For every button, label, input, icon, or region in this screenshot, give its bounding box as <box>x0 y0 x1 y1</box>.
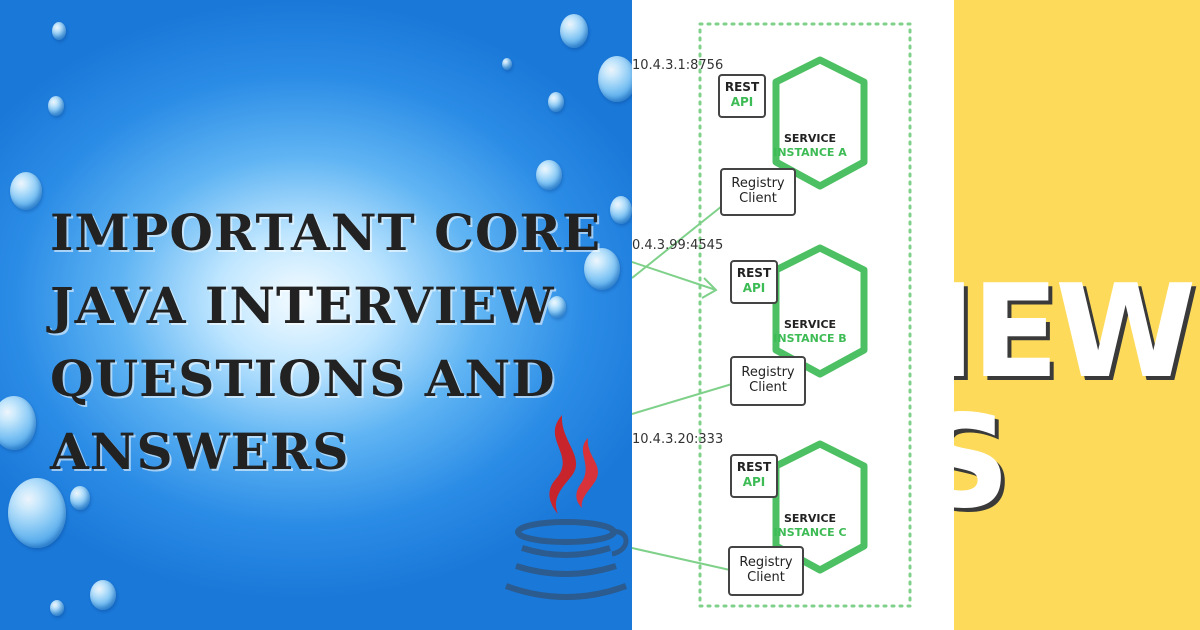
instance-address: 0.4.3.99:4545 <box>632 238 724 253</box>
water-drop-icon <box>10 172 42 210</box>
instance-address: 10.4.3.20:333 <box>632 432 724 447</box>
service-text: SERVICE <box>783 132 837 145</box>
water-drop-icon <box>48 96 64 116</box>
service-label: SERVICE INSTANCE B <box>760 318 860 346</box>
api-label: API <box>742 475 766 489</box>
service-registry-diagram: 10.4.3.1:8756 REST API SERVICE INSTANCE … <box>632 0 954 630</box>
water-drop-icon <box>502 58 512 70</box>
water-drop-icon <box>8 478 66 548</box>
registry-label: Registry <box>741 365 795 380</box>
water-drop-icon <box>536 160 562 190</box>
instance-address: 10.4.3.1:8756 <box>632 58 724 73</box>
registry-label: Registry <box>731 176 785 191</box>
registry-client-box: Registry Client <box>730 356 806 406</box>
client-label: Client <box>747 570 785 585</box>
java-interview-banner: IMPORTANT CORE JAVA INTERVIEW QUESTIONS … <box>0 0 632 630</box>
headline-line: QUESTIONS AND <box>50 349 556 408</box>
hexagon-icon <box>772 56 868 190</box>
headline: IMPORTANT CORE JAVA INTERVIEW QUESTIONS … <box>50 196 610 488</box>
client-label: Client <box>749 380 787 395</box>
water-drop-icon <box>584 248 620 290</box>
headline-line: JAVA INTERVIEW <box>50 276 555 335</box>
rest-api-box: REST API <box>730 454 778 498</box>
client-label: Client <box>739 191 777 206</box>
water-drop-icon <box>548 92 564 112</box>
rest-label: REST <box>724 80 760 94</box>
service-text: SERVICE <box>783 318 837 331</box>
water-drop-icon <box>560 14 588 48</box>
dotted-container <box>698 22 912 608</box>
headline-line: IMPORTANT CORE <box>50 203 602 262</box>
instance-text: INSTANCE B <box>773 332 847 345</box>
rest-api-box: REST API <box>730 260 778 304</box>
water-drop-icon <box>52 22 66 40</box>
water-drop-icon <box>50 600 64 616</box>
water-drop-icon <box>70 486 90 510</box>
yellow-banner: IEW S <box>954 0 1200 630</box>
rest-label: REST <box>736 266 772 280</box>
java-coffee-cup-icon <box>504 415 629 600</box>
api-label: API <box>742 281 766 295</box>
service-text: SERVICE <box>783 512 837 525</box>
instance-text: INSTANCE C <box>773 526 847 539</box>
rest-api-box: REST API <box>718 74 766 118</box>
connection-line <box>632 383 733 415</box>
water-drop-icon <box>90 580 116 610</box>
service-label: SERVICE INSTANCE C <box>760 512 860 540</box>
connection-line <box>632 261 717 291</box>
big-word-top: IEW <box>954 258 1196 407</box>
water-drop-icon <box>610 196 632 224</box>
registry-client-box: Registry Client <box>720 168 796 216</box>
api-label: API <box>730 95 754 109</box>
headline-line: ANSWERS <box>50 422 350 481</box>
arrow-head-icon <box>701 277 718 299</box>
water-drop-icon <box>548 296 566 318</box>
water-drop-icon <box>598 56 632 102</box>
registry-label: Registry <box>739 555 793 570</box>
rest-label: REST <box>736 460 772 474</box>
connection-line <box>632 547 731 571</box>
big-word-bottom: S <box>954 388 1010 537</box>
registry-client-box: Registry Client <box>728 546 804 596</box>
instance-text: INSTANCE A <box>773 146 847 159</box>
service-label: SERVICE INSTANCE A <box>760 132 860 160</box>
water-drop-icon <box>0 396 36 450</box>
